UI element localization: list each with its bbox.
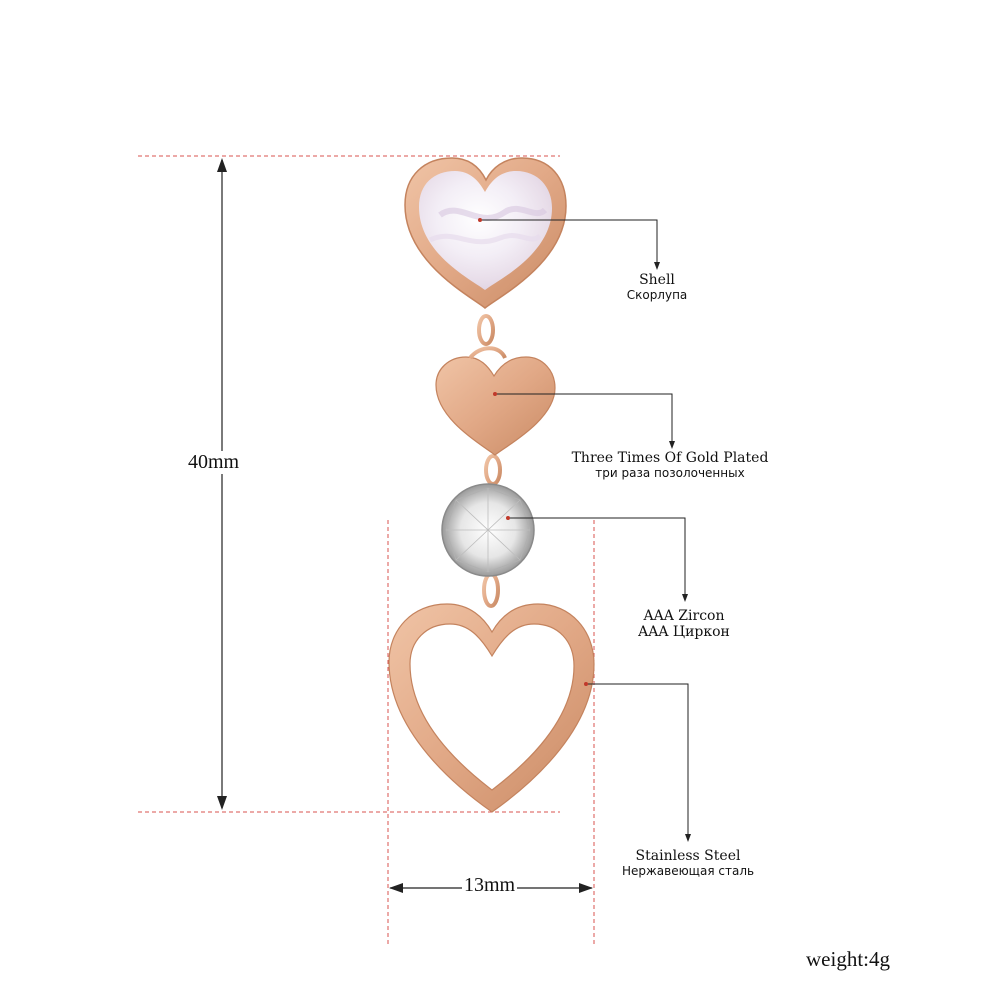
gold-callout: Three Times Of Gold Plated три раза позо… bbox=[558, 450, 782, 481]
shell-label-ru: Скорлупа bbox=[626, 288, 688, 302]
zircon-callout: AAA Zircon AAA Циркон bbox=[622, 608, 746, 640]
shell-callout: Shell Скорлупа bbox=[607, 272, 707, 303]
shell-label-en: Shell bbox=[639, 272, 675, 288]
zircon-label-en: AAA Zircon bbox=[643, 608, 725, 624]
gold-label-ru: три раза позолоченных bbox=[595, 466, 745, 480]
zircon-leader bbox=[510, 517, 686, 596]
weight-label: weight:4g bbox=[806, 947, 890, 971]
steel-callout: Stainless Steel Нержавеющая сталь bbox=[605, 848, 771, 879]
gold-label-en: Three Times Of Gold Plated bbox=[571, 450, 769, 466]
steel-heart-frame bbox=[388, 603, 595, 813]
shell-leader bbox=[482, 219, 658, 264]
height-dimension-label: 40mm bbox=[188, 451, 240, 474]
zircon-label-ru: AAA Циркон bbox=[638, 624, 730, 640]
width-dimension-label: 13mm bbox=[462, 874, 518, 897]
shell-heart bbox=[404, 157, 567, 309]
steel-label-en: Stainless Steel bbox=[635, 848, 741, 864]
steel-label-ru: Нержавеющая сталь bbox=[621, 864, 755, 878]
leader-lines bbox=[482, 219, 689, 836]
zircon-stone bbox=[441, 483, 535, 577]
steel-leader bbox=[588, 683, 689, 836]
gold-leader bbox=[497, 393, 673, 443]
gold-heart bbox=[435, 346, 556, 456]
